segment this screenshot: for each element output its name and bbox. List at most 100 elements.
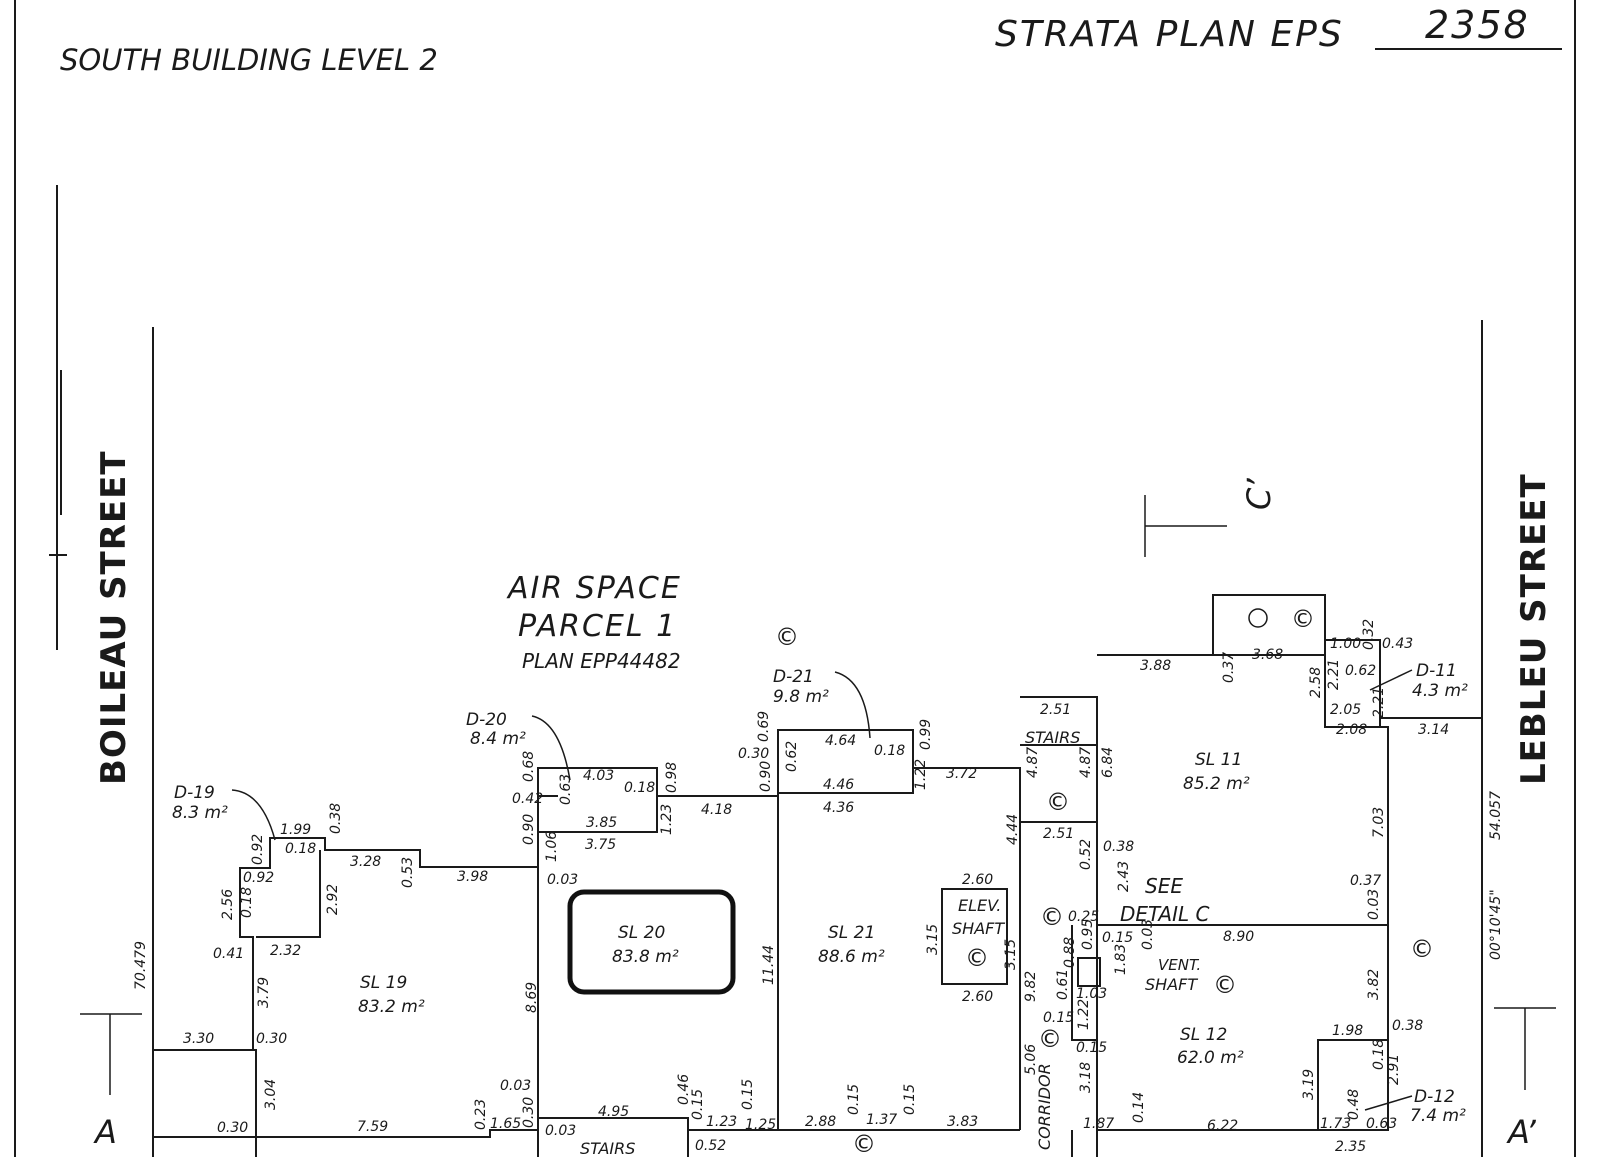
d12-area: 7.4 m² [1410,1106,1466,1126]
dimension-label: 0.90 [521,814,537,845]
d19-leader [231,789,276,841]
sl11-area: 85.2 m² [1183,774,1250,794]
building-outline [153,594,1482,1157]
dimension-label: 0.48 [1346,1089,1362,1120]
dimension-label: 0.15 [902,1084,918,1115]
section-c-prime-label: C’ [1240,477,1278,510]
d20-leader [531,715,571,781]
dimension-label: 1.87 [1083,1116,1114,1132]
plan-number: 2358 [1425,3,1530,47]
shaft-label: SHAFT [952,919,1005,938]
dimension-label: 1.73 [1320,1116,1351,1132]
dimension-label: 0.03 [1366,889,1382,920]
dimension-label: 8.69 [524,982,540,1013]
dimension-label: 0.92 [250,834,266,865]
dimension-label: 0.14 [1131,1092,1147,1123]
common-marker: © [1213,971,1237,999]
common-marker: © [965,944,989,972]
dimension-label: 0.46 [676,1074,692,1105]
dimension-label: 2.88 [805,1114,836,1130]
sl20-area: 83.8 m² [612,947,679,967]
west-length: 70.479 [133,941,149,990]
common-marker: © [1291,605,1315,633]
dimension-label: 3.30 [183,1031,214,1047]
dimension-label: 3.14 [1418,722,1449,738]
dimension-label: 4.44 [1005,814,1021,845]
dimension-label: 2.58 [1308,667,1324,698]
sl11-name: SL 11 [1195,750,1242,770]
dimension-label: 0.42 [512,791,543,807]
dimension-label: 7.03 [1371,807,1387,838]
dimension-label: 1.06 [544,831,560,862]
dimension-label: 3.75 [585,837,616,853]
dimension-label: 3.72 [946,766,977,782]
d19-name: D-19 [174,783,215,803]
dimension-label: 3.15 [1003,939,1019,970]
dimension-label: 0.15 [846,1084,862,1115]
dimension-labels: 1.99 0.38 0.92 0.18 3.28 0.53 3.98 0.92 … [183,619,1449,1155]
common-marker: © [1040,903,1064,931]
dimension-label: 2.91 [1386,1054,1402,1085]
dimension-label: 4.03 [583,768,614,784]
dimension-label: 4.87 [1025,747,1041,778]
dimension-label: 3.88 [1140,658,1171,674]
plan-label: STRATA PLAN EPS [995,14,1344,55]
sl19-name: SL 19 [360,973,407,993]
dimension-label: 0.52 [1078,839,1094,870]
dimension-label: 0.52 [695,1138,726,1154]
sl20-name: SL 20 [618,923,665,943]
dimension-label: 0.25 [1068,909,1099,925]
d21-name: D-21 [773,667,814,687]
dimension-label: 0.15 [1076,1040,1107,1056]
dimension-label: 0.30 [256,1031,287,1047]
dimension-label: 3.19 [1301,1069,1317,1100]
dimension-label: 0.15 [1102,930,1133,946]
dimension-label: 0.30 [521,1097,537,1128]
common-marker: © [1410,935,1434,963]
dimension-label: 2.35 [1335,1139,1366,1155]
dimension-label: 1.22 [913,759,929,790]
vent-label: VENT. [1158,956,1201,974]
dimension-label: 1.25 [745,1117,776,1133]
section-marker-a [80,1013,142,1095]
page-frame [14,0,1576,1157]
dimension-label: 4.18 [701,802,732,818]
section-marker-a-prime [1494,1007,1556,1090]
dimension-label: 1.03 [1076,986,1107,1002]
d12-name: D-12 [1414,1087,1455,1107]
elev-label: ELEV. [958,896,1001,915]
dimension-label: 3.79 [256,977,272,1008]
dimension-label: 0.03 [500,1078,531,1094]
dimension-label: 0.30 [217,1120,248,1136]
dimension-label: 1.00 [1330,636,1361,652]
common-marker: © [775,623,799,651]
dimension-label: 0.03 [547,872,578,888]
dimension-label: 3.04 [263,1079,279,1110]
d19-area: 8.3 m² [172,803,228,823]
dimension-label: 0.63 [1366,1116,1397,1132]
dimension-label: 9.82 [1023,971,1039,1002]
sl19-area: 83.2 m² [358,997,425,1017]
dimension-label: 3.98 [457,869,488,885]
dimension-label: 2.21 [1371,687,1387,718]
detail-c-label: DETAIL C [1120,902,1209,926]
common-marker: © [1038,1025,1062,1053]
dimension-label: 11.44 [761,945,777,985]
dimension-label: 1.98 [1332,1023,1363,1039]
dimension-label: 3.83 [947,1114,978,1130]
vent-shaft-label: SHAFT [1145,975,1198,994]
dimension-label: 0.18 [874,743,905,759]
dimension-label: 7.59 [357,1119,388,1135]
dimension-label: 0.37 [1221,652,1237,683]
dimension-label: 4.64 [825,733,856,749]
dimension-label: 2.32 [270,943,301,959]
dimension-label: 1.37 [866,1112,897,1128]
sl12-area: 62.0 m² [1177,1048,1244,1068]
dimension-label: 0.18 [239,887,255,918]
dimension-label: 0.95 [1080,919,1096,950]
east-bearing: 00°10'45" [1488,889,1504,960]
d20-name: D-20 [466,710,507,730]
dimension-label: 4.46 [823,777,854,793]
dimension-label: 8.90 [1223,929,1254,945]
